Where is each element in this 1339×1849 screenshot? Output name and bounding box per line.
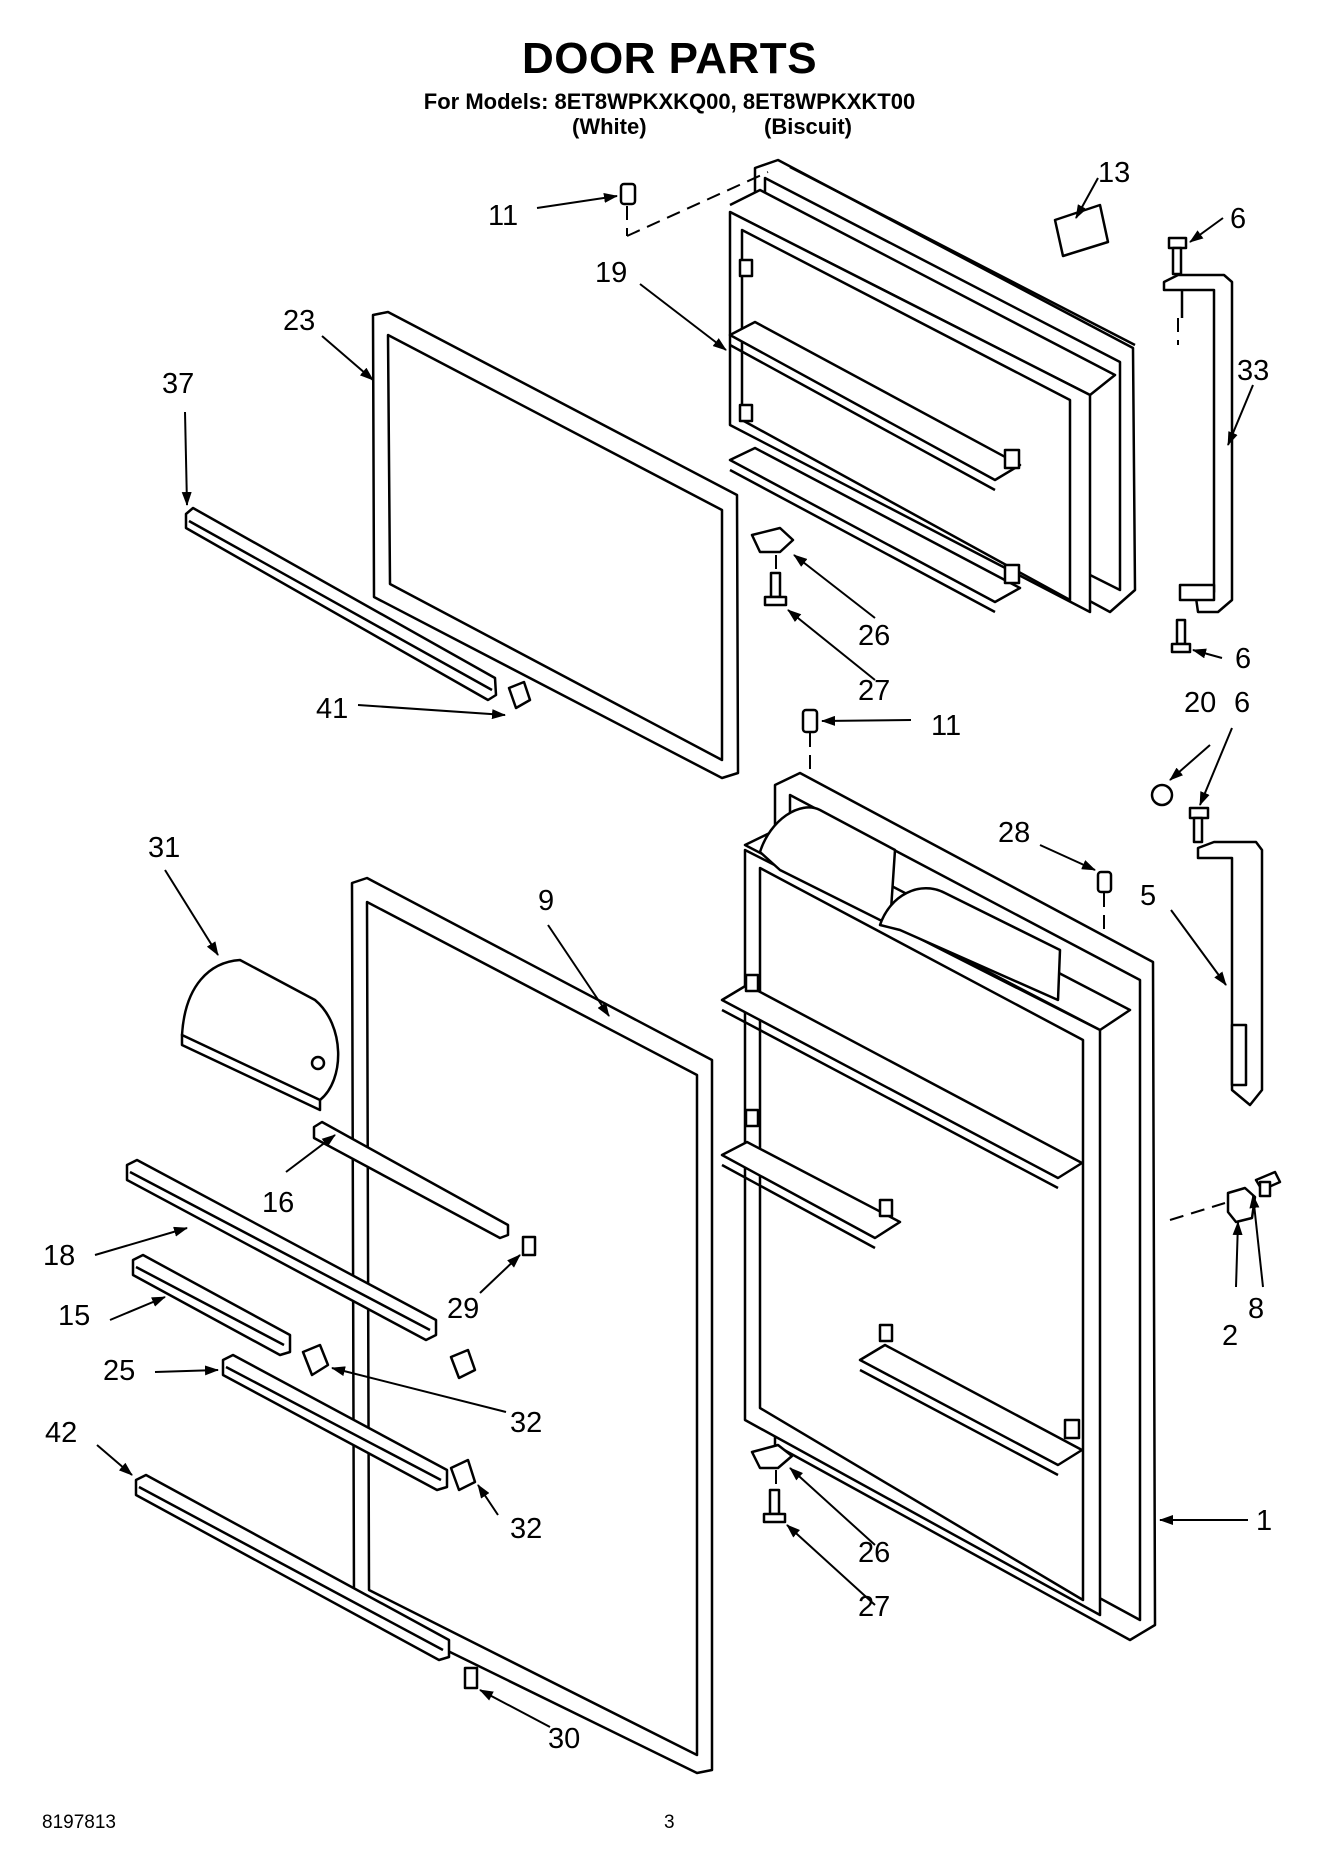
end-cap-32b — [449, 1348, 477, 1380]
callout-labels: 13 11 6 19 23 33 37 26 27 41 11 20 6 6 3… — [43, 157, 1272, 1755]
callout-27-lower: 27 — [858, 1591, 890, 1623]
callout-37: 37 — [162, 368, 194, 400]
plug-11a — [619, 182, 637, 206]
callout-32-upper: 32 — [510, 1407, 542, 1439]
callout-9: 9 — [538, 885, 554, 917]
page-title: DOOR PARTS — [521, 34, 818, 83]
callout-11-lower: 11 — [931, 710, 961, 742]
callout-18: 18 — [43, 1240, 75, 1272]
plug-11b — [801, 708, 819, 734]
callout-8: 8 — [1248, 1293, 1264, 1325]
screw-6b — [1170, 618, 1192, 654]
screw-28 — [1096, 870, 1113, 894]
freezer-gasket — [371, 310, 740, 780]
callout-6-upper: 6 — [1230, 203, 1246, 235]
callout-20: 20 — [1184, 687, 1216, 719]
page-number: 3 — [664, 1812, 675, 1833]
screw-6a — [1167, 236, 1188, 276]
models-line: For Models: 8ET8WPKXKQ00, 8ET8WPKXKT00 — [423, 89, 916, 114]
middle-hinge-bracket — [1196, 840, 1264, 1107]
freezer-door-liner — [728, 158, 1137, 614]
cam-20 — [1150, 783, 1174, 807]
shelf-trim-16 — [312, 1120, 510, 1240]
callout-31: 31 — [148, 832, 180, 864]
assembly-lines — [626, 171, 1226, 1490]
callout-29: 29 — [447, 1293, 479, 1325]
end-cap-29 — [521, 1235, 537, 1257]
end-cap-30 — [463, 1666, 479, 1690]
callout-13: 13 — [1098, 157, 1130, 189]
callout-19: 19 — [595, 257, 627, 289]
callout-11-upper: 11 — [488, 200, 518, 232]
callout-32-lower: 32 — [510, 1513, 542, 1545]
shelf-trim-25 — [221, 1353, 449, 1492]
variant-white: (White) — [572, 114, 647, 139]
variant-biscuit: (Biscuit) — [764, 114, 852, 139]
callout-41: 41 — [316, 693, 348, 725]
screw-27b — [762, 1488, 787, 1524]
upper-hinge-bracket — [1162, 273, 1234, 614]
callout-23: 23 — [283, 305, 315, 337]
callout-26-upper: 26 — [858, 620, 890, 652]
dairy-door — [180, 958, 340, 1112]
document-number: 8197813 — [42, 1812, 116, 1833]
callout-42: 42 — [45, 1417, 77, 1449]
screw-6c — [1188, 806, 1210, 844]
callout-27-upper: 27 — [858, 675, 890, 707]
screw-8 — [1254, 1170, 1282, 1198]
callout-1: 1 — [1256, 1505, 1272, 1537]
label-plate — [1053, 203, 1110, 258]
callout-30: 30 — [548, 1723, 580, 1755]
lower-hinge-2 — [1226, 1186, 1257, 1224]
fresh-food-door — [720, 771, 1157, 1642]
end-cap-32c — [449, 1458, 477, 1492]
callout-28: 28 — [998, 817, 1030, 849]
hinge-pin-26b — [750, 1443, 794, 1470]
hinge-pin-26a — [750, 526, 795, 554]
freezer-shelf-trim — [184, 506, 498, 702]
callout-16: 16 — [262, 1187, 294, 1219]
shelf-trim-15 — [131, 1253, 292, 1357]
end-cap-32a — [301, 1343, 330, 1377]
callout-2: 2 — [1222, 1320, 1238, 1352]
callout-6-lower: 6 — [1235, 643, 1251, 675]
callout-6-middle: 6 — [1234, 687, 1250, 719]
shelf-trim-42 — [134, 1473, 451, 1662]
callout-5: 5 — [1140, 880, 1156, 912]
leader-arrows — [94, 177, 1264, 1728]
callout-15: 15 — [58, 1300, 90, 1332]
callout-25: 25 — [103, 1355, 135, 1387]
screw-27a — [763, 571, 788, 607]
end-cap — [507, 680, 532, 710]
callout-26-lower: 26 — [858, 1537, 890, 1569]
callout-33: 33 — [1237, 355, 1269, 387]
shelf-trim-18 — [125, 1158, 438, 1342]
